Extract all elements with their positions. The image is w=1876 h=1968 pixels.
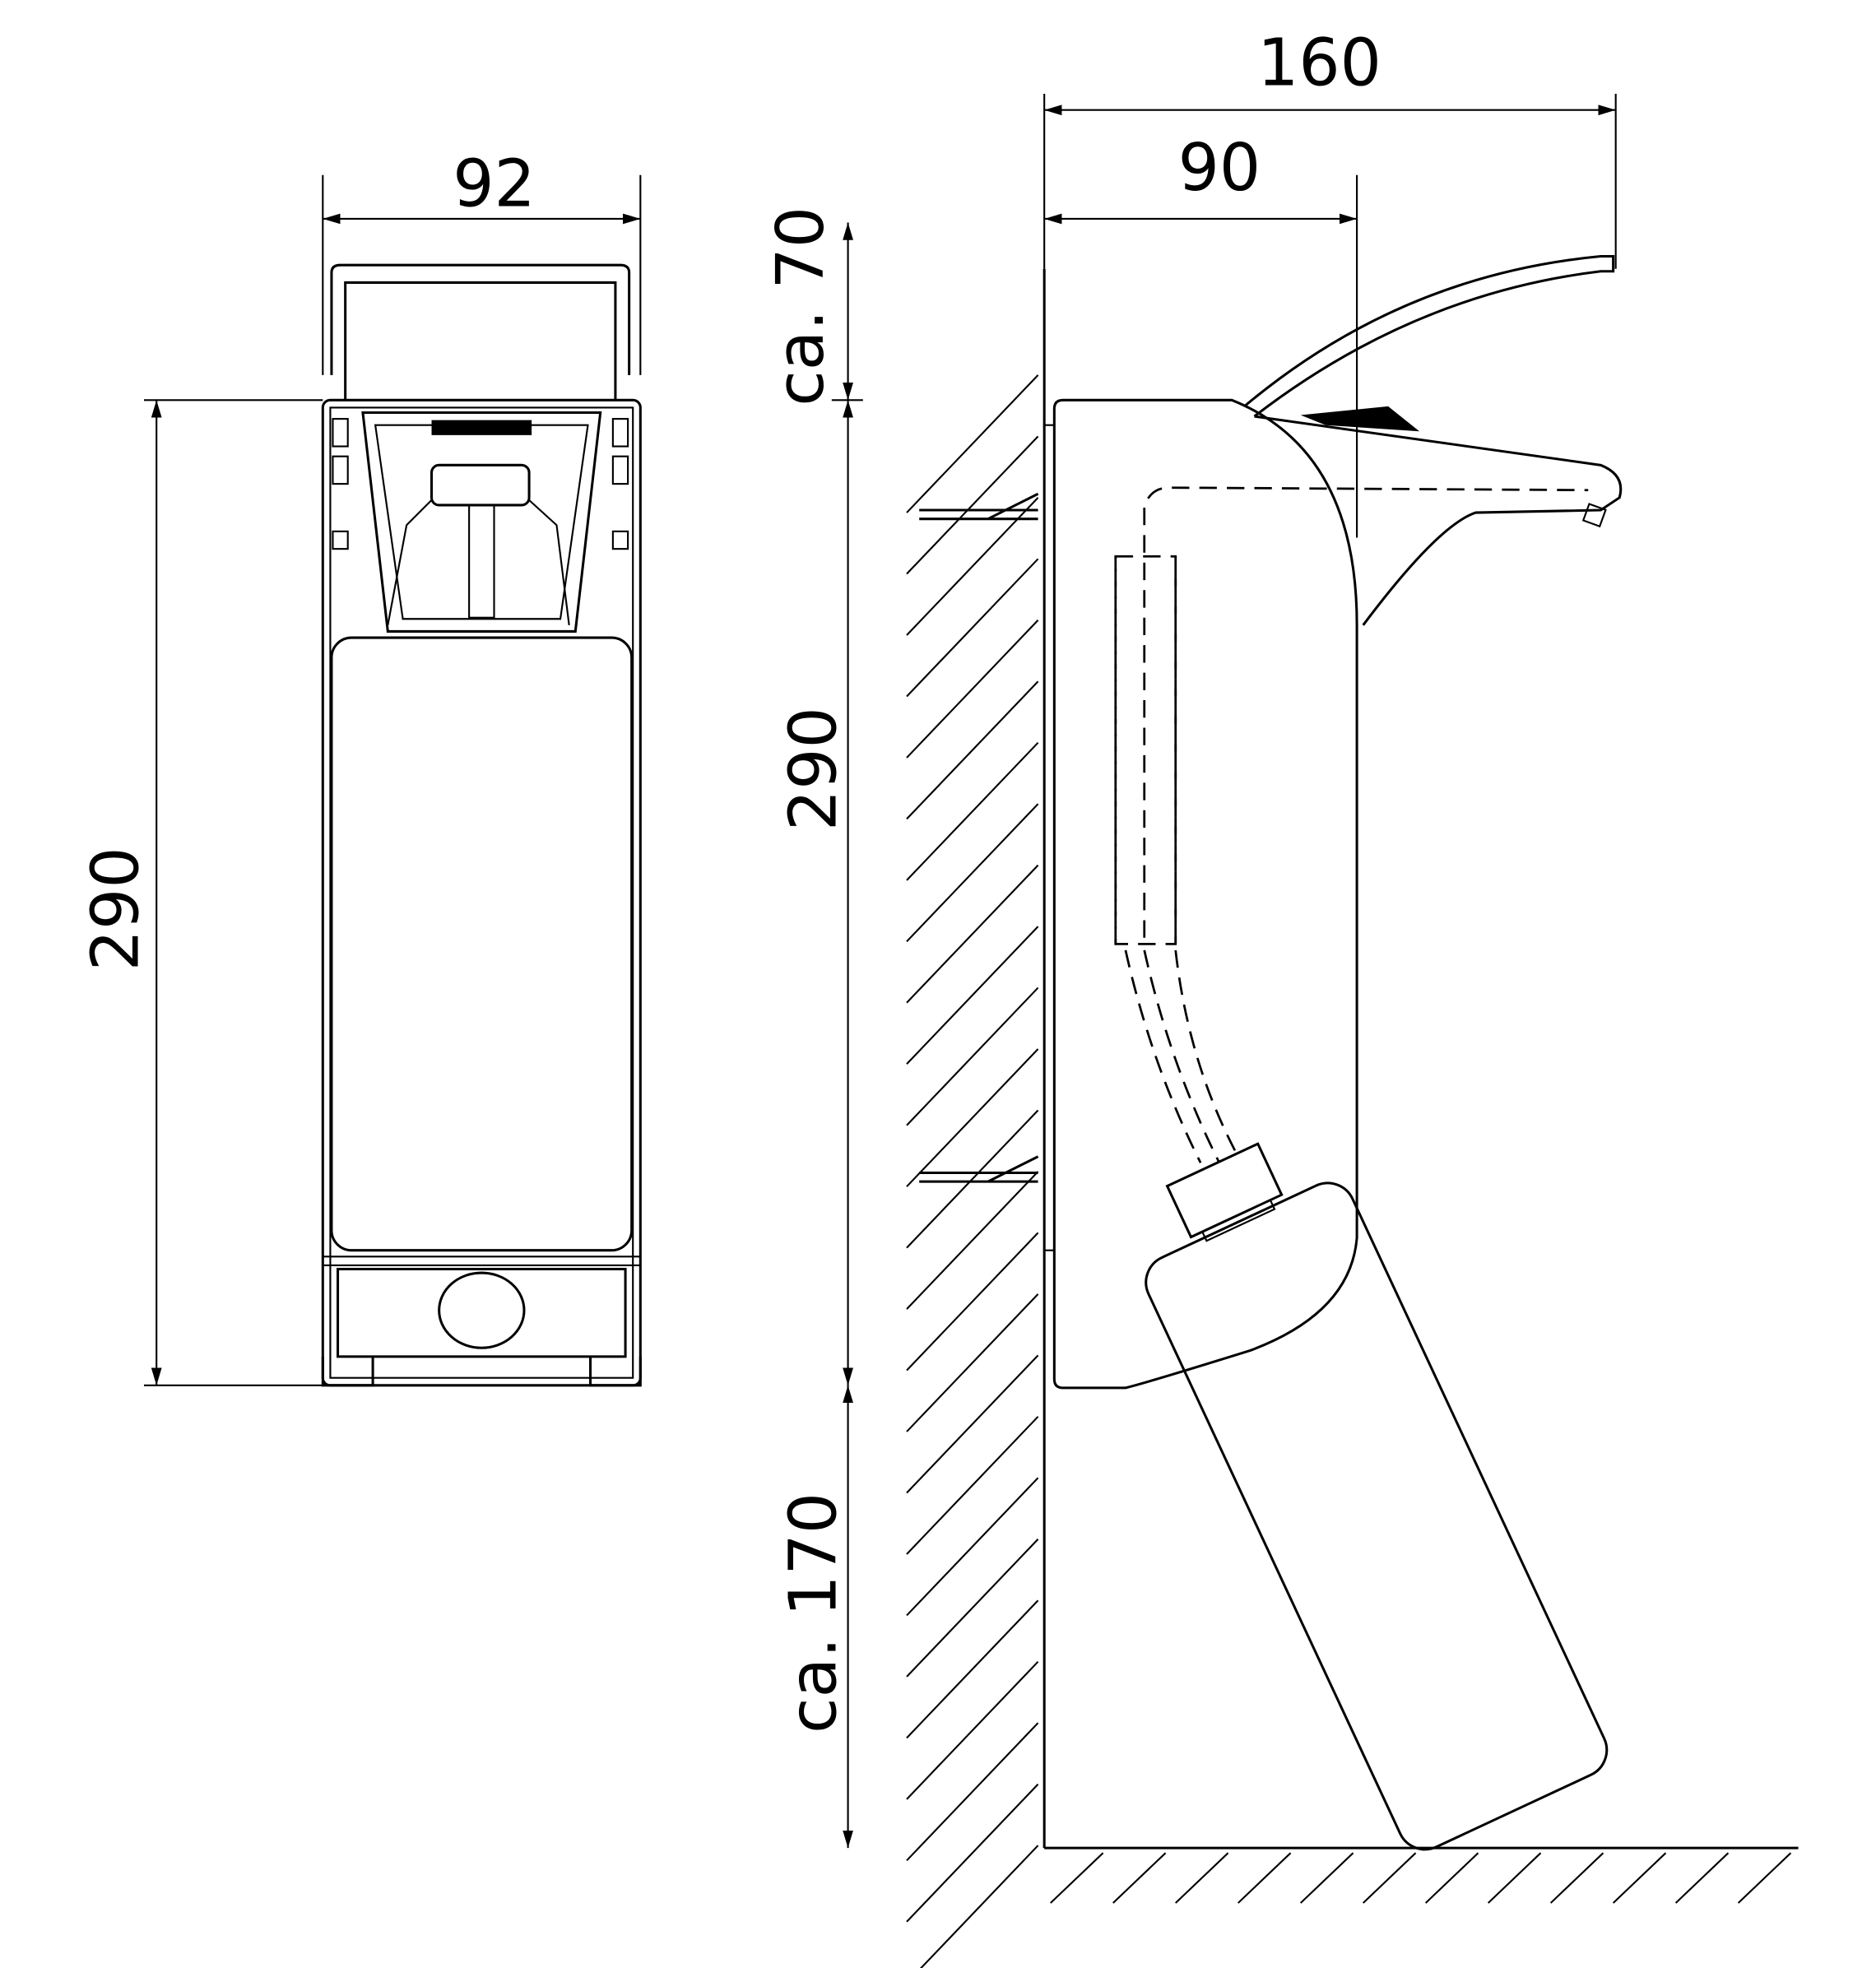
wall-hatch-line bbox=[919, 1845, 1039, 1968]
wall-hatch-line bbox=[906, 620, 1039, 759]
wall-hatch-line bbox=[906, 1539, 1039, 1678]
side-height-label: 290 bbox=[775, 707, 851, 831]
wall-hatch-line bbox=[906, 1232, 1039, 1372]
wall-hatch-line bbox=[906, 1783, 1039, 1923]
wall-hatch-line bbox=[906, 1722, 1039, 1862]
floor-hatch-line bbox=[1112, 1852, 1167, 1904]
wall-hatch-line bbox=[906, 1354, 1039, 1494]
wall-hatch-line bbox=[906, 1109, 1039, 1249]
bottle-front bbox=[330, 636, 634, 1252]
wall-hatch-line bbox=[906, 926, 1039, 1065]
wall-hatch-line bbox=[906, 864, 1039, 1004]
wall-hatch-line bbox=[906, 374, 1039, 513]
housing-side bbox=[1052, 398, 1358, 1390]
wall-hatch-line bbox=[906, 497, 1039, 636]
wall-hatch-line bbox=[906, 1477, 1039, 1617]
wall-hatch-line bbox=[906, 1171, 1039, 1310]
wall-hatch-line bbox=[906, 986, 1039, 1126]
wall-hatch-line bbox=[906, 1416, 1039, 1555]
wall-hatch-line bbox=[906, 680, 1039, 820]
floor-hatch-line bbox=[1424, 1852, 1479, 1904]
floor-hatch-line bbox=[1362, 1852, 1417, 1904]
wall-hatch-line bbox=[906, 435, 1039, 575]
floor-hatch-line bbox=[1737, 1852, 1792, 1904]
lever-side bbox=[1243, 255, 1615, 418]
total-depth-label: 160 bbox=[1257, 25, 1381, 100]
lever-clearance-label: ca. 70 bbox=[763, 207, 838, 406]
width-label: 92 bbox=[453, 146, 536, 222]
wall-hatch-line bbox=[906, 803, 1039, 943]
wall-hatch-line bbox=[906, 1048, 1039, 1187]
wall-hatch-line bbox=[906, 1660, 1039, 1800]
floor-hatch-line bbox=[1050, 1852, 1104, 1904]
bottle-side bbox=[1145, 1181, 1609, 1851]
body-depth-label: 90 bbox=[1178, 130, 1261, 206]
floor-hatch-line bbox=[1612, 1852, 1667, 1904]
wall-hatch-line bbox=[906, 1293, 1039, 1432]
drip-tray-window bbox=[438, 1271, 526, 1349]
wall-hatch-line bbox=[906, 741, 1039, 881]
floor-hatch-line bbox=[1549, 1852, 1604, 1904]
floor-hatch-line bbox=[1487, 1852, 1542, 1904]
floor-hatch-line bbox=[1175, 1852, 1229, 1904]
wall-hatch-line bbox=[906, 1599, 1039, 1739]
height-label: 290 bbox=[77, 847, 153, 971]
floor-hatch-line bbox=[1237, 1852, 1292, 1904]
side-view: 160 90 ca. 70 290 ca. 170 bbox=[763, 25, 1799, 1968]
wall-hatch-line bbox=[906, 558, 1039, 698]
front-view: 92 290 bbox=[77, 146, 642, 1387]
floor-clearance-label: ca. 170 bbox=[775, 1492, 851, 1734]
floor-hatch-line bbox=[1299, 1852, 1354, 1904]
floor-hatch-line bbox=[1674, 1852, 1730, 1904]
